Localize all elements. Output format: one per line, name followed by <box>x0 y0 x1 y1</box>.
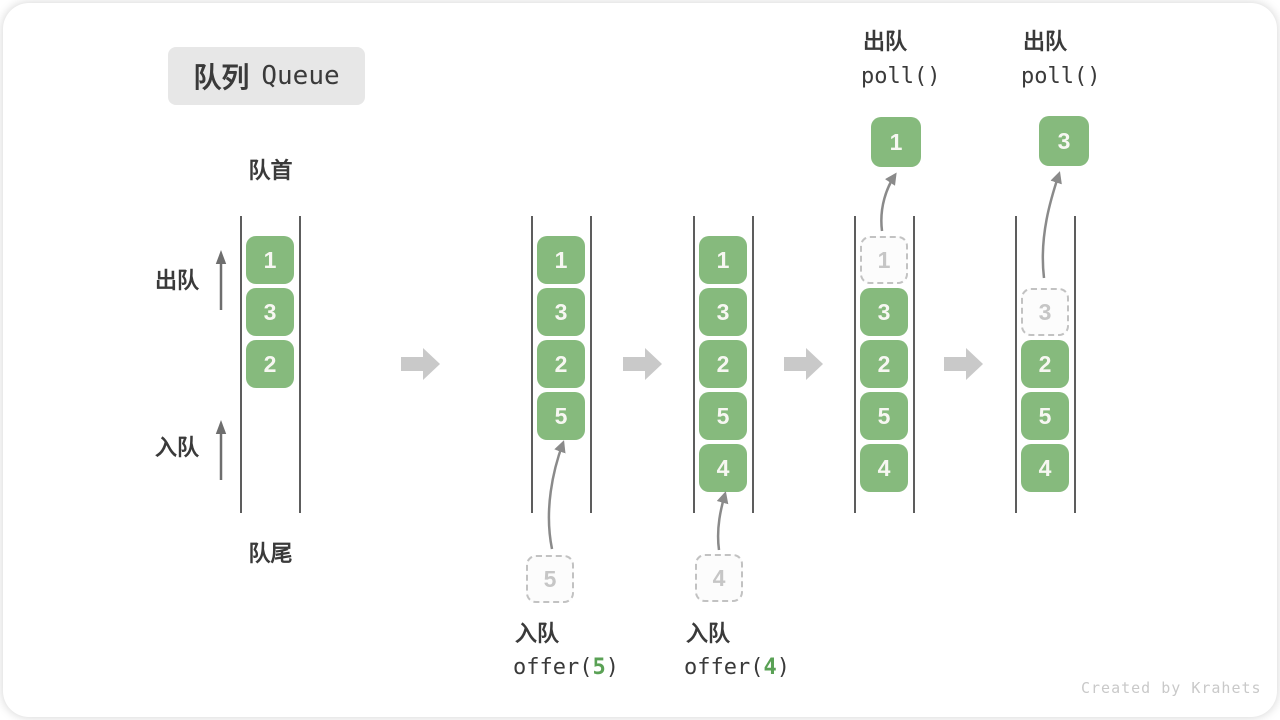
queue-state-4: 1 3 2 5 4 <box>854 216 915 513</box>
queue-element: 4 <box>699 444 747 492</box>
removed-element-ghost: 1 <box>860 236 908 284</box>
queue-rail <box>531 216 533 513</box>
dequeue-op-code: poll() <box>861 64 941 89</box>
queue-element: 3 <box>246 288 294 336</box>
enqueue-side-label: 入队 <box>155 435 200 460</box>
queue-element: 2 <box>537 340 585 388</box>
enqueue-op-code: offer(5) <box>513 655 619 681</box>
queue-element: 3 <box>537 288 585 336</box>
code-text: ) <box>776 655 790 680</box>
dequeue-path-arrow-icon <box>880 172 897 232</box>
queue-element: 4 <box>860 444 908 492</box>
popped-element: 3 <box>1039 116 1089 166</box>
title-chinese: 队列 <box>193 62 250 93</box>
dequeue-side-label: 出队 <box>155 268 200 293</box>
queue-element: 2 <box>1021 340 1069 388</box>
diagram-canvas: 队列 Queue 队首 队尾 出队 入队 1 3 2 1 3 2 5 <box>3 3 1277 717</box>
enqueue-path-arrow-icon <box>547 440 566 550</box>
flow-arrow-icon <box>784 348 823 380</box>
queue-rail <box>240 216 242 513</box>
enqueue-op-label: 入队 <box>515 621 560 646</box>
code-text: offer( <box>684 655 764 680</box>
queue-element: 5 <box>860 392 908 440</box>
queue-element: 4 <box>1021 444 1069 492</box>
removed-element-ghost: 3 <box>1021 288 1069 336</box>
dequeue-op-label: 出队 <box>1023 29 1068 54</box>
queue-state-2: 1 3 2 5 <box>531 216 592 513</box>
enqueue-direction-arrow-icon <box>215 420 227 480</box>
queue-element: 3 <box>699 288 747 336</box>
dequeue-op-label: 出队 <box>863 29 908 54</box>
queue-element: 5 <box>537 392 585 440</box>
queue-rear-label: 队尾 <box>248 541 293 566</box>
queue-rail <box>693 216 695 513</box>
queue-element: 1 <box>537 236 585 284</box>
code-arg: 4 <box>763 655 777 680</box>
queue-rail <box>1074 216 1076 513</box>
dequeue-direction-arrow-icon <box>215 250 227 310</box>
code-text: ) <box>605 655 619 680</box>
queue-rail <box>1015 216 1017 513</box>
queue-rail <box>752 216 754 513</box>
queue-rail <box>854 216 856 513</box>
queue-element: 2 <box>246 340 294 388</box>
queue-state-1: 1 3 2 <box>240 216 301 513</box>
flow-arrow-icon <box>623 348 662 380</box>
title-english: Queue <box>261 61 340 91</box>
code-text: offer( <box>513 655 593 680</box>
queue-state-3: 1 3 2 5 4 <box>693 216 754 513</box>
code-arg: 5 <box>592 655 606 680</box>
incoming-element-ghost: 5 <box>526 555 574 603</box>
queue-element: 1 <box>699 236 747 284</box>
enqueue-path-arrow-icon <box>716 491 729 551</box>
enqueue-op-code: offer(4) <box>684 655 790 681</box>
queue-element: 3 <box>860 288 908 336</box>
title-badge: 队列 Queue <box>168 47 365 105</box>
queue-rail <box>590 216 592 513</box>
dequeue-op-code: poll() <box>1021 64 1101 89</box>
incoming-element-ghost: 4 <box>695 554 743 602</box>
watermark-credit: Created by Krahets <box>1081 679 1262 697</box>
queue-state-5: 3 2 5 4 <box>1015 216 1076 513</box>
dequeue-path-arrow-icon <box>1041 171 1062 279</box>
queue-rail <box>299 216 301 513</box>
flow-arrow-icon <box>944 348 983 380</box>
queue-element: 2 <box>860 340 908 388</box>
queue-element: 5 <box>1021 392 1069 440</box>
queue-element: 2 <box>699 340 747 388</box>
queue-element: 5 <box>699 392 747 440</box>
queue-rail <box>913 216 915 513</box>
enqueue-op-label: 入队 <box>686 621 731 646</box>
popped-element: 1 <box>871 117 921 167</box>
queue-element: 1 <box>246 236 294 284</box>
flow-arrow-icon <box>401 348 440 380</box>
queue-front-label: 队首 <box>248 158 293 183</box>
